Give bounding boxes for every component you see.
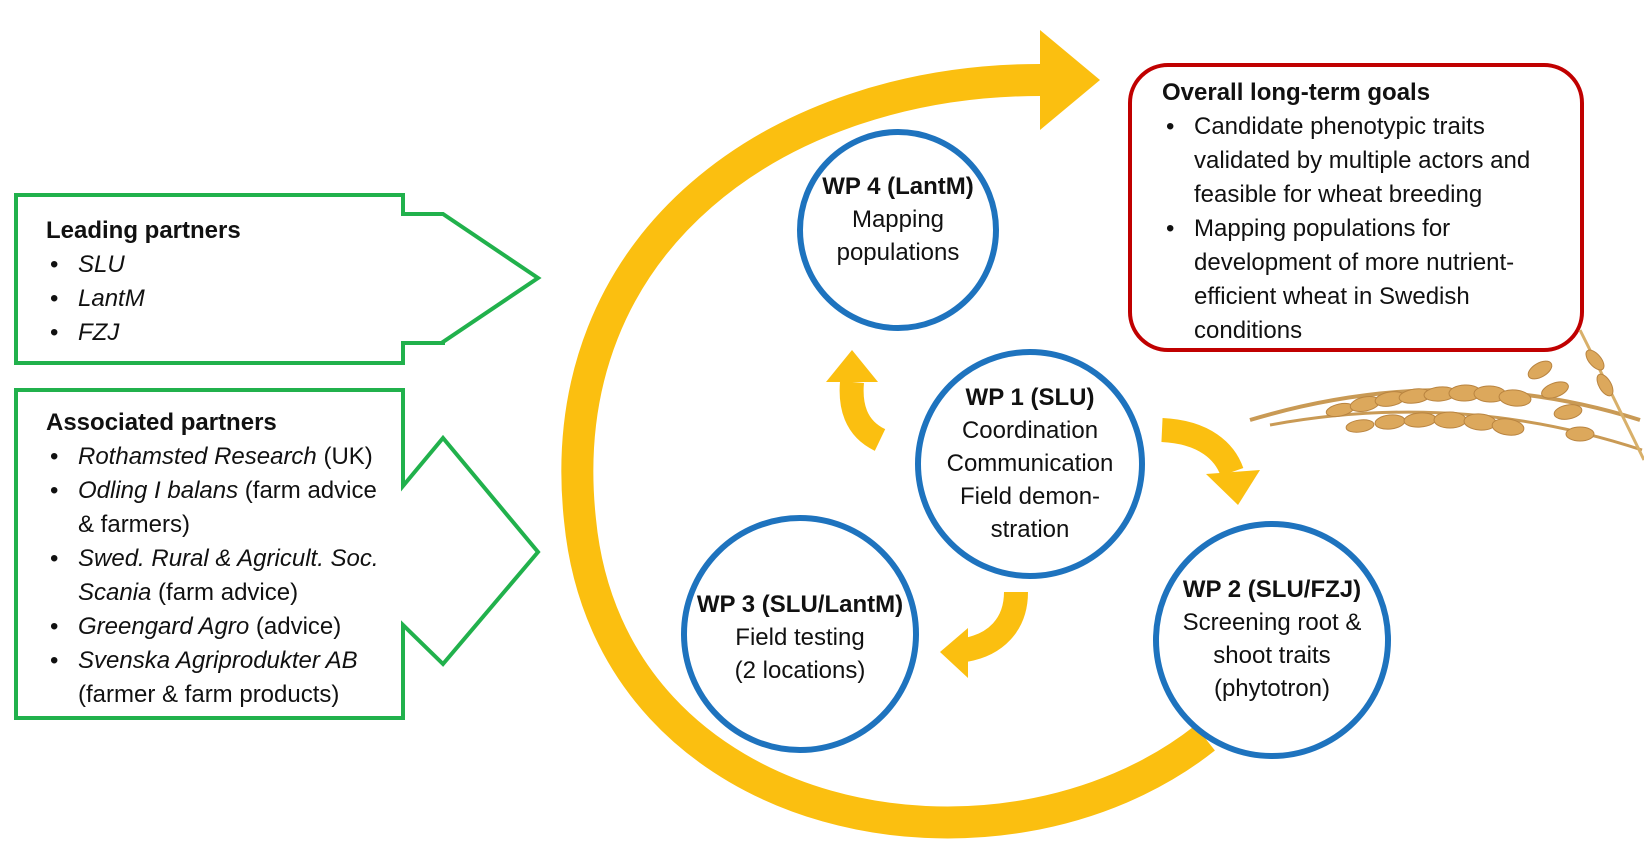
list-item: Swed. Rural & Agricult. Soc. Scania (far…: [46, 542, 386, 610]
wp3-line: (2 locations): [734, 657, 866, 684]
wp2-line: (phytotron): [1213, 675, 1331, 702]
wp1-line: Coordination: [961, 417, 1099, 444]
wp2-text: WP 2 (SLU/FZJ) Screening root & shoot tr…: [1156, 573, 1388, 705]
list-item: Rothamsted Research (UK): [46, 440, 386, 474]
list-item: Odling I balans (farm advice & farmers): [46, 474, 386, 542]
associated-partners-heading: Associated partners: [46, 409, 277, 436]
wp1-title: WP 1 (SLU): [965, 384, 1095, 411]
wp4-line: Mapping: [851, 206, 945, 233]
wp4-text: WP 4 (LantM) Mapping populations: [800, 170, 996, 269]
leading-partners-list: SLU LantM FZJ: [46, 248, 386, 350]
wp1-circle: [915, 349, 1145, 579]
arrow-wp1-to-wp4-head: [826, 350, 878, 382]
wp2-line: shoot traits: [1213, 642, 1331, 669]
wp2-title: WP 2 (SLU/FZJ): [1182, 576, 1362, 603]
arrow-wp1-to-wp3: [962, 591, 1028, 662]
goals-list: Candidate phenotypic traits validated by…: [1162, 110, 1562, 348]
wp1-line: stration: [990, 516, 1070, 543]
associated-partners-list: Rothamsted Research (UK) Odling I balans…: [46, 440, 386, 712]
arrow-wp1-to-wp2-head: [1206, 470, 1260, 505]
wp1-line: Communication: [946, 450, 1114, 477]
wp3-title: WP 3 (SLU/LantM): [696, 591, 904, 618]
big-cycle-arrow-head: [1040, 30, 1100, 130]
wp2-line: Screening root &: [1182, 609, 1362, 636]
goals: Overall long-term goals Candidate phenot…: [1162, 76, 1562, 348]
associated-partners: Associated partners Rothamsted Research …: [46, 406, 386, 712]
wp3-circle: [681, 515, 919, 753]
list-item: Mapping populations for development of m…: [1162, 212, 1562, 348]
wheat-ears-icon: [1249, 329, 1644, 461]
wp3-text: WP 3 (SLU/LantM) Field testing (2 locati…: [682, 588, 918, 687]
arrow-wp1-to-wp3-head: [940, 628, 968, 678]
wp4-title: WP 4 (LantM): [822, 173, 974, 200]
wp4-line: populations: [836, 239, 960, 266]
wp3-line: Field testing: [735, 624, 865, 651]
list-item: Svenska Agriprodukter AB (farmer & farm …: [46, 644, 386, 712]
arrow-wp1-to-wp2: [1161, 418, 1244, 477]
big-cycle-arrow: [561, 64, 1215, 839]
list-item: Candidate phenotypic traits validated by…: [1162, 110, 1562, 212]
list-item: SLU: [46, 248, 386, 282]
arrow-wp1-to-wp4: [839, 380, 886, 451]
leading-partners-heading: Leading partners: [46, 217, 241, 244]
wp4-circle: [797, 129, 999, 331]
wp1-line: Field demon-: [959, 483, 1101, 510]
goals-heading: Overall long-term goals: [1162, 79, 1431, 106]
wp1-text: WP 1 (SLU) Coordination Communication Fi…: [918, 381, 1142, 546]
wp2-circle: [1153, 521, 1391, 759]
leading-partners: Leading partners SLU LantM FZJ: [46, 214, 386, 350]
list-item: Greengard Agro (advice): [46, 610, 386, 644]
list-item: LantM: [46, 282, 386, 316]
list-item: FZJ: [46, 316, 386, 350]
